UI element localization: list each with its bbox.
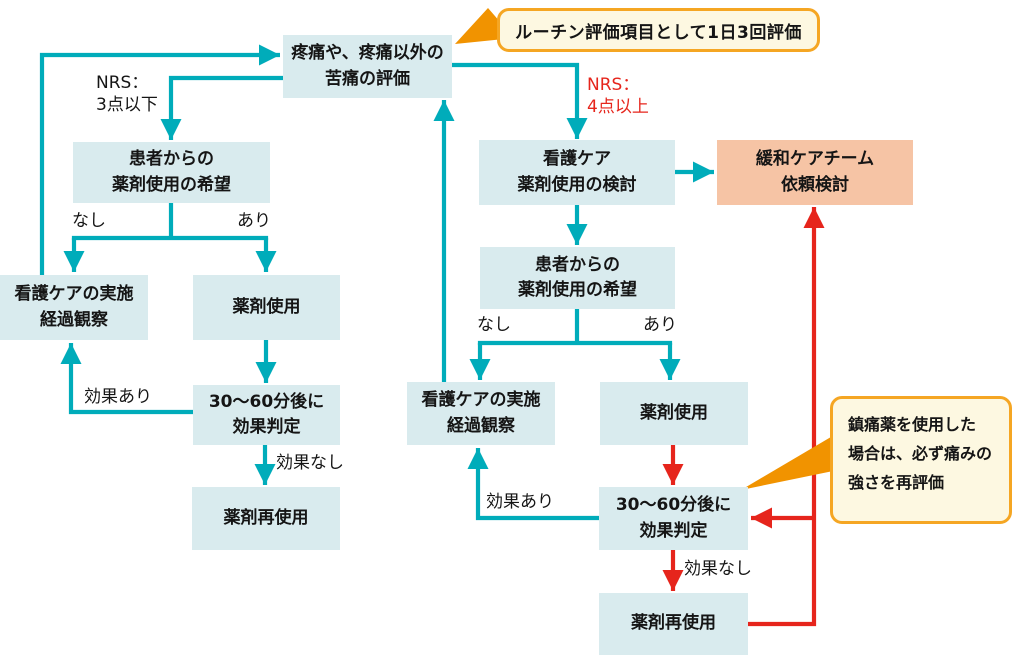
edge-left-split xyxy=(71,203,269,241)
label-right-effect-yes: 効果あり xyxy=(486,492,554,512)
label-left-effect-yes: 効果あり xyxy=(84,387,152,407)
node-right-nursing: 看護ケアの実施 経過観察 xyxy=(407,382,555,445)
node-left-judge: 30〜60分後に 効果判定 xyxy=(193,385,340,445)
node-right-med-reuse: 薬剤再使用 xyxy=(599,593,748,655)
label-right-effect-no: 効果なし xyxy=(684,559,752,579)
label-left-effect-no: 効果なし xyxy=(276,453,344,473)
label-right-yes: あり xyxy=(643,315,677,335)
node-right-judge: 30〜60分後に 効果判定 xyxy=(599,487,748,550)
edge-left-nursing-feedback xyxy=(39,44,280,275)
node-right-consider: 看護ケア 薬剤使用の検討 xyxy=(479,140,675,205)
node-left-med-reuse: 薬剤再使用 xyxy=(192,487,340,550)
edge-eval-to-left-request xyxy=(160,75,283,140)
label-left-yes: あり xyxy=(237,211,271,231)
edge-eval-to-right-consider xyxy=(452,62,588,139)
label-right-none: なし xyxy=(477,315,511,335)
callout-pointer-reassess xyxy=(741,434,838,490)
node-palliative-team: 緩和ケアチーム 依頼検討 xyxy=(717,140,913,205)
label-nrs-low: NRS： 3点以下 xyxy=(96,73,158,116)
callout-routine-note: ルーチン評価項目として1日3回評価 xyxy=(497,8,820,52)
node-left-nursing: 看護ケアの実施 経過観察 xyxy=(0,275,148,340)
node-right-request: 患者からの 薬剤使用の希望 xyxy=(480,247,675,309)
node-left-med-use: 薬剤使用 xyxy=(193,275,340,340)
label-left-none: なし xyxy=(72,211,106,231)
edge-reuse-loop-to-palliative-red xyxy=(748,207,825,627)
edge-right-effect-yes xyxy=(467,448,599,521)
node-pain-eval: 疼痛や、疼痛以外の 苦痛の評価 xyxy=(283,35,452,98)
node-left-request: 患者からの 薬剤使用の希望 xyxy=(73,142,270,203)
node-right-med-use: 薬剤使用 xyxy=(600,382,748,445)
callout-reassess-note: 鎮痛薬を使用した 場合は、必ず痛みの 強さを再評価 xyxy=(830,396,1012,524)
edge-left-effect-yes xyxy=(60,343,193,415)
label-nrs-high: NRS： 4点以上 xyxy=(587,75,649,118)
edge-right-split xyxy=(477,309,673,346)
